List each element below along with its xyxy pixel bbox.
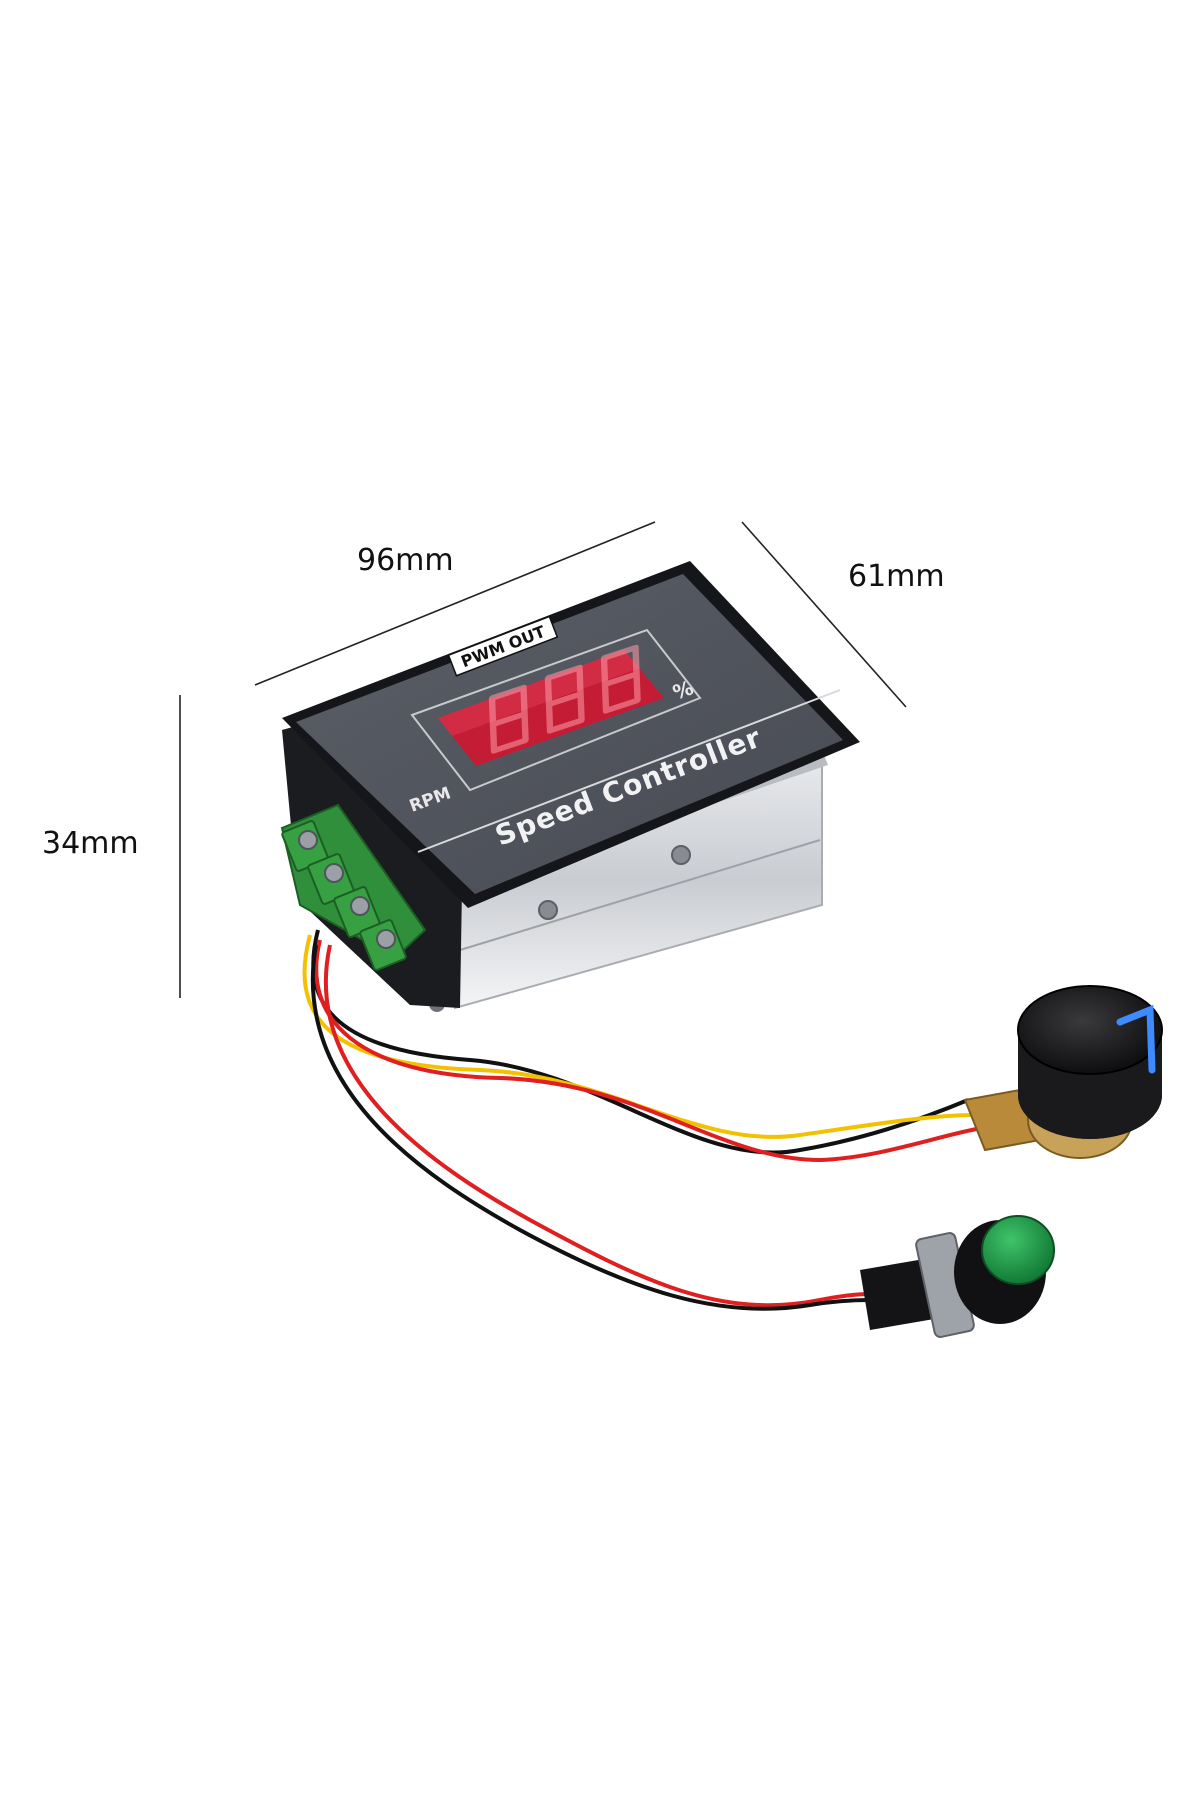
display-window-frame: [410, 628, 702, 792]
push-button-cap: [981, 1215, 1055, 1285]
push-button-switch: [860, 1215, 1055, 1338]
knob-top: [1017, 985, 1163, 1075]
terminal-cell: [359, 919, 407, 971]
terminal-screw: [298, 830, 318, 850]
terminal-screw: [376, 929, 396, 949]
potentiometer: [963, 985, 1163, 1159]
panel-face: [296, 574, 843, 894]
width-dimension-label: 96mm: [357, 543, 454, 578]
housing-groove: [459, 839, 821, 951]
terminal-cell: [307, 853, 355, 905]
terminal-screw: [350, 896, 370, 916]
depth-dimension-label: 61mm: [848, 559, 945, 594]
terminal-screw: [324, 863, 344, 883]
depth-dimension-line: [741, 521, 907, 708]
housing-screw: [671, 845, 691, 865]
wire-black: [310, 944, 871, 1311]
wire-black: [311, 929, 969, 1155]
wire-red: [323, 944, 871, 1308]
led-digits: [488, 644, 641, 754]
terminal-cell: [281, 820, 329, 872]
housing-screw: [538, 900, 558, 920]
panel-divider-line: [417, 689, 841, 853]
led-digit: [544, 664, 585, 734]
wire-red: [314, 939, 983, 1163]
led-digit: [488, 684, 529, 754]
push-button-sleeve: [860, 1258, 940, 1330]
height-dimension-label: 34mm: [42, 826, 139, 861]
knob-indicator-line: [1116, 1004, 1156, 1074]
terminal-block: [280, 803, 427, 971]
led-digit: [600, 644, 641, 714]
width-dimension-line: [254, 521, 656, 686]
led-display-glare: [438, 650, 640, 736]
